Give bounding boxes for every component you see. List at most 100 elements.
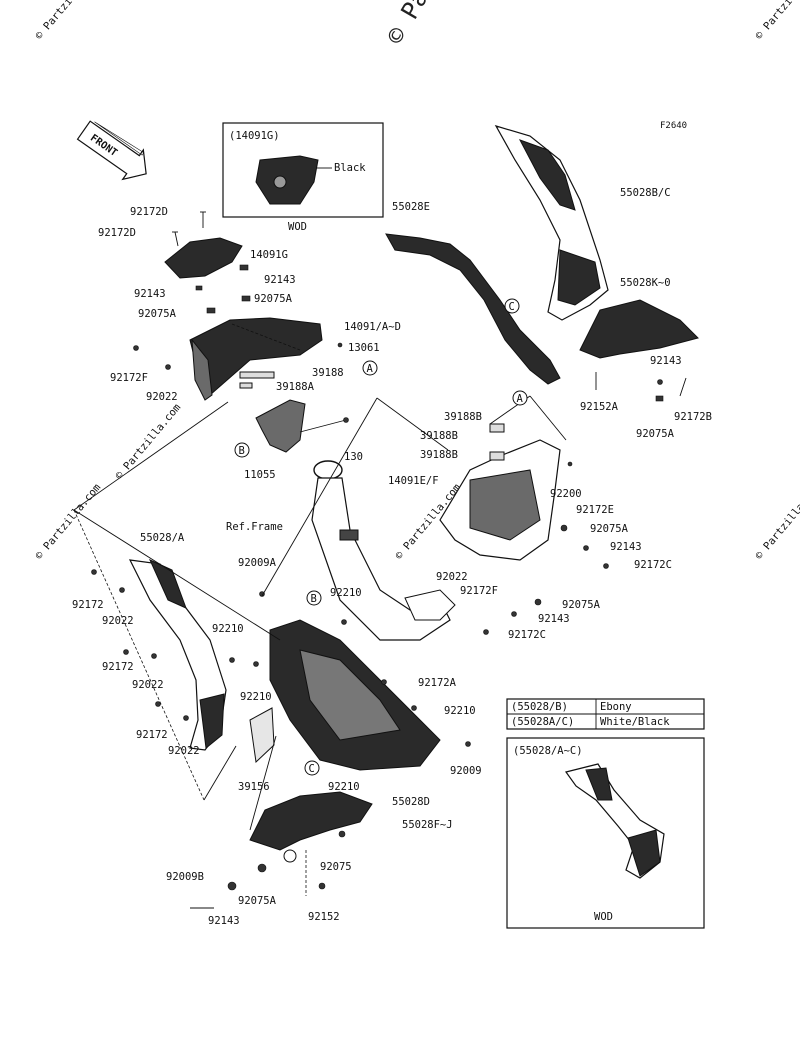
label-92075a-f: 92075A: [238, 895, 277, 907]
callout-a-1-label: A: [367, 363, 374, 375]
color-table-row1-part: (55028/B): [511, 701, 568, 713]
side-panel-55028bc: [494, 125, 609, 321]
label-92143-f: 92143: [208, 915, 240, 927]
label-92210-d: 92210: [444, 705, 476, 717]
callout-a-2-label: A: [517, 393, 524, 405]
label-92152a: 92152A: [580, 401, 619, 413]
label-55028fj: 55028F~J: [402, 819, 453, 831]
label-92143-e: 92143: [538, 613, 570, 625]
part-labels: 92172D 92172D 14091G 92143 92143 92075 A …: [72, 187, 712, 927]
watermark-left-top: © Partzilla.com: [33, 0, 103, 42]
label-92172e: 92172E: [576, 504, 614, 516]
label-92172d-2: 92172D: [98, 227, 136, 239]
label-92022-b: 92022: [436, 571, 468, 583]
label-92075a-b: 92075A: [138, 308, 177, 320]
label-92210-b: 92210: [212, 623, 244, 635]
callout-a-2: A: [512, 390, 528, 406]
label-130: 130: [344, 451, 363, 463]
inset-14091g: (14091G) Black WOD: [222, 122, 384, 233]
label-92172d-1: 92172D: [130, 206, 168, 218]
label-92143-d: 92143: [610, 541, 642, 553]
label-55028e: 55028E: [392, 201, 430, 213]
label-92009a: 92009A: [238, 557, 277, 569]
label-92075: 92075: [320, 861, 352, 873]
callout-b-1-label: B: [239, 445, 245, 457]
label-92172-c: 92172: [136, 729, 168, 741]
label-92075a-e: 92075A: [562, 599, 601, 611]
label-92172-a: 92172: [72, 599, 104, 611]
inset-14091g-footer: WOD: [288, 221, 307, 233]
side-cover-55028a: [91, 558, 227, 751]
label-39188b-3: 39188B: [420, 449, 458, 461]
callout-b-1: B: [234, 442, 250, 458]
label-92022-d: 92022: [132, 679, 164, 691]
label-92200: 92200: [550, 488, 582, 500]
watermark-right-mid: © Partzilla.com: [753, 482, 800, 562]
label-14091g: 14091G: [250, 249, 288, 261]
label-39188b-1: 39188B: [444, 411, 482, 423]
inset-55028ac-title: (55028/A~C): [513, 745, 583, 757]
label-92210-c: 92210: [240, 691, 272, 703]
watermark-top: © Parts: [381, 0, 456, 49]
label-55028d: 55028D: [392, 796, 430, 808]
label-92210-e: 92210: [328, 781, 360, 793]
callout-a-1: A: [362, 360, 378, 376]
plate-39156: [249, 707, 275, 764]
label-92022-e: 92022: [168, 745, 200, 757]
watermark-center-upper: © Partzilla.com: [113, 402, 183, 482]
front-cowl-14091ef: [439, 423, 609, 635]
label-92210-a: 92210: [330, 587, 362, 599]
color-table-row1-color: Ebony: [600, 701, 632, 713]
label-92172b: 92172B: [674, 411, 712, 423]
label-92075a-d: 92075A: [590, 523, 629, 535]
label-14091ad: 14091/A~D: [344, 321, 401, 333]
label-39156: 39156: [238, 781, 270, 793]
label-92143-b: 92143: [134, 288, 166, 300]
label-39188b-2: 39188B: [420, 430, 458, 442]
label-39188: 39188: [312, 367, 344, 379]
callout-c-2-label: C: [309, 763, 315, 775]
label-11055: 11055: [244, 469, 276, 481]
label-92022-c: 92022: [102, 615, 134, 627]
inset-55028ac-footer: WOD: [594, 911, 613, 923]
front-arrow: FRONT: [76, 120, 147, 181]
label-92143-a: 92143: [264, 274, 296, 286]
inset-14091g-color: Black: [334, 162, 366, 174]
color-table-row2-color: White/Black: [600, 716, 670, 728]
label-92009b: 92009B: [166, 871, 204, 883]
under-cowl-55028fj: [190, 791, 373, 909]
label-55028a: 55028/A: [140, 532, 185, 544]
callout-b-2-label: B: [311, 593, 317, 605]
inset-14091g-title: (14091G): [229, 130, 280, 142]
label-92172f-a: 92172F: [110, 372, 148, 384]
label-92075a-a: 92075A: [254, 293, 293, 305]
label-92172-b: 92172: [102, 661, 134, 673]
callout-b-2: B: [306, 590, 322, 606]
label-92022-a: 92022: [146, 391, 178, 403]
inner-panel-55028k0: [579, 299, 699, 402]
label-14091ef: 14091E/F: [388, 475, 439, 487]
leader-lines: [73, 323, 567, 896]
color-table-row2-part: (55028A/C): [511, 716, 574, 728]
label-92152: 92152: [308, 911, 340, 923]
label-92075a-c: 92075A: [636, 428, 675, 440]
label-92172f-b: 92172F: [460, 585, 498, 597]
callout-c-2: C: [304, 760, 320, 776]
label-92172c-b: 92172C: [508, 629, 546, 641]
label-39188a: 39188A: [276, 381, 315, 393]
inset-55028ac: (55028/A~C) WOD: [506, 737, 705, 929]
label-92143-c: 92143: [650, 355, 682, 367]
upper-cowl-group: [133, 211, 343, 401]
label-55028k0: 55028K~0: [620, 277, 671, 289]
label-ref-frame: Ref.Frame: [226, 521, 283, 533]
callout-c-1-label: C: [509, 301, 515, 313]
figure-code: F2640: [660, 121, 687, 131]
watermark-right-top: © Partzilla.com: [753, 0, 800, 42]
label-92009: 92009: [450, 765, 482, 777]
label-55028bc: 55028B/C: [620, 187, 671, 199]
callouts: A A B B C C: [234, 298, 528, 776]
color-table: (55028/B) Ebony (55028A/C) White/Black: [506, 698, 705, 730]
lower-cowl-55028d: [229, 591, 471, 771]
label-13061: 13061: [348, 342, 380, 354]
